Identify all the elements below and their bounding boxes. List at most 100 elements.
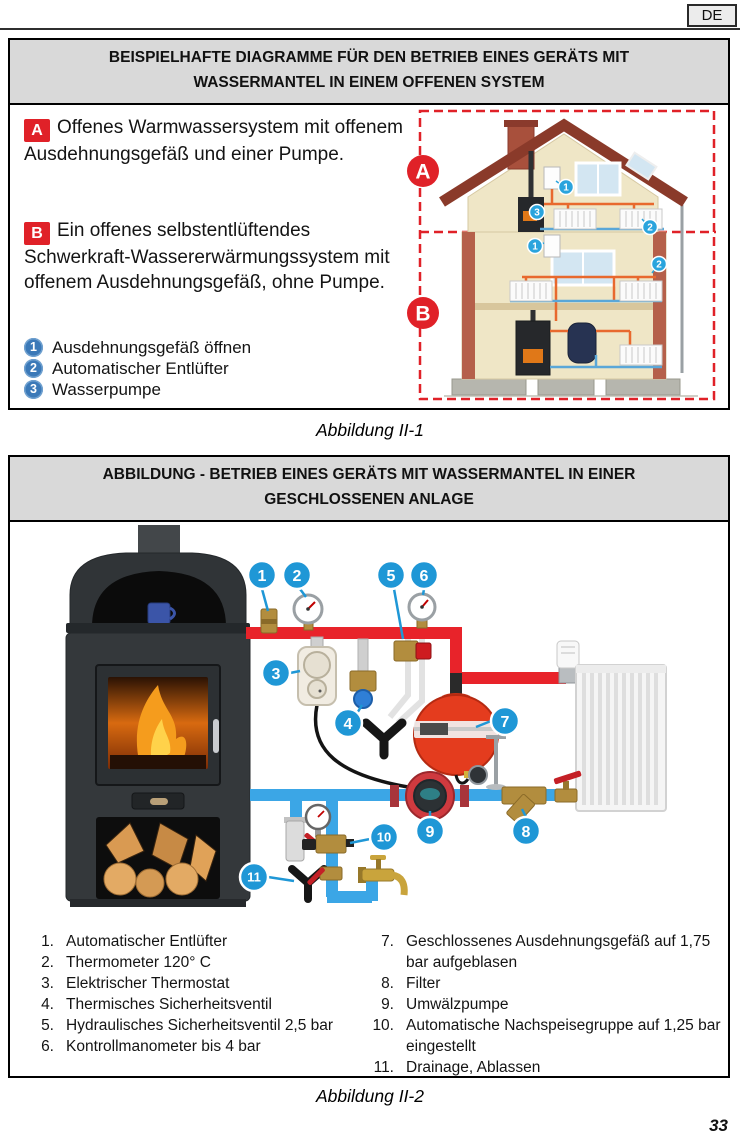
callout-10-icon	[368, 821, 400, 853]
legend-item: 2. Thermometer 120° C	[26, 952, 356, 973]
marker-3-icon	[528, 203, 546, 220]
callout-stems	[260, 588, 528, 883]
legend-label: Automatischer Entlüfter	[52, 358, 229, 378]
legend-number: 3.	[41, 975, 54, 992]
svg-text:10: 10	[377, 830, 391, 845]
svg-text:1: 1	[258, 568, 267, 585]
figure2-caption: Abbildung II-2	[316, 1086, 424, 1106]
legend-item: 10.Automatische Nachspeisegruppe auf 1,2…	[362, 1015, 727, 1057]
legend-number: 5.	[41, 1017, 54, 1034]
closed-system-diagram: 1 2 3 4 5 6 7 8 9 10 11	[10, 523, 730, 925]
house-foundation	[444, 378, 698, 397]
legend-number: 4.	[41, 996, 54, 1013]
legend-number: 2.	[41, 954, 54, 971]
legend-label: Filter	[406, 975, 441, 992]
svg-text:4: 4	[344, 716, 353, 733]
air-vent-valve	[260, 608, 278, 634]
legend-label: Ausdehnungsgefäß öffnen	[52, 337, 252, 357]
control-manometer	[407, 592, 437, 629]
svg-text:B: B	[415, 302, 430, 325]
hydraulic-safety-valve	[393, 640, 432, 662]
legend-label: Umwälzpumpe	[406, 996, 509, 1013]
svg-text:2: 2	[656, 259, 662, 270]
legend-label: Thermometer 120° C	[66, 954, 211, 971]
legend-item: 8. Filter	[362, 973, 727, 994]
svg-text:5: 5	[387, 568, 396, 585]
figure2-title: ABBILDUNG - BETRIEB EINES GERÄTS MIT WAS…	[10, 457, 728, 522]
legend-label: Automatischer Entlüfter	[66, 933, 228, 950]
callout-4-icon	[332, 707, 364, 739]
badge-b: B	[24, 221, 50, 245]
marker-1-icon	[557, 178, 575, 195]
legend-number: 8.	[381, 975, 394, 992]
legend-label: Elektrischer Thermostat	[66, 975, 230, 992]
house-diagram: A B 1 2 3 1	[406, 105, 728, 405]
boiler-tank	[567, 322, 597, 364]
house-roof	[439, 118, 688, 207]
svg-text:1: 1	[563, 182, 569, 193]
red-dashed-frame	[418, 109, 716, 400]
callout-7-icon	[489, 705, 521, 737]
attic-radiator	[553, 208, 597, 230]
lower-system-b	[509, 234, 663, 376]
legend-number: 9.	[381, 996, 394, 1013]
floor-radiator	[619, 280, 663, 302]
marker-2-icon	[650, 255, 668, 272]
callout-9-icon	[414, 815, 446, 847]
callouts: 1 2 3 4 5 6 7 8 9 10 11	[238, 559, 542, 893]
legend-number-badge: 2	[24, 359, 43, 379]
marker-2-icon	[641, 218, 659, 235]
legend-item: 3. Elektrischer Thermostat	[26, 973, 356, 994]
radiator	[575, 664, 667, 812]
badge-a: A	[24, 118, 50, 142]
roof-skylight	[625, 150, 658, 181]
supply-pipe-red	[246, 627, 566, 684]
legend-item: 1 Ausdehnungsgefäß öffnen	[24, 338, 251, 359]
legend-label: Wasserpumpe	[52, 379, 161, 399]
expansion-vessel	[413, 673, 506, 790]
attic-supply-pipe	[544, 188, 654, 209]
mug	[147, 602, 176, 625]
firewood	[103, 822, 217, 898]
svg-text:2: 2	[293, 568, 302, 585]
house-svg: A B 1 2 3 1	[407, 109, 716, 400]
callout-3-icon	[260, 657, 292, 689]
legend-item: 11.Drainage, Ablassen	[362, 1057, 727, 1078]
ground-return-pipe	[550, 354, 662, 368]
callout-5-icon	[375, 559, 407, 591]
svg-text:1: 1	[532, 241, 538, 252]
mini-gauge	[468, 765, 488, 785]
figure2-legend: 1.Automatischer Entlüfter 2.Thermometer …	[10, 931, 728, 1078]
open-expansion-vessel	[543, 234, 561, 258]
legend-label: Automatische Nachspeisegruppe auf 1,25 b…	[406, 1017, 721, 1055]
legend-number: 11.	[373, 1059, 394, 1076]
svg-text:6: 6	[420, 568, 429, 585]
header-rule	[0, 28, 740, 30]
legend-left-column: 1.Automatischer Entlüfter 2.Thermometer …	[26, 931, 356, 1078]
system-a-badge: A	[407, 154, 439, 187]
callout-8-icon	[510, 815, 542, 847]
legend-number-badge: 3	[24, 380, 43, 400]
floor-radiator	[509, 280, 553, 302]
callout-1-icon	[246, 559, 278, 591]
filter	[501, 786, 547, 824]
marker-1-icon	[526, 237, 544, 254]
legend-item: 7.Geschlossenes Ausdehnungsgefäß auf 1,7…	[362, 931, 727, 973]
legend-item: 5.Hydraulisches Sicherheitsventil 2,5 ba…	[26, 1015, 356, 1036]
paragraph-b-text: Ein offenes selbstentlüftendes Schwerkra…	[24, 219, 390, 293]
radiator-thermostatic-valve	[556, 640, 580, 684]
svg-text:3: 3	[534, 207, 540, 218]
system-b-badge: B	[407, 296, 439, 329]
svg-text:9: 9	[426, 824, 435, 841]
callout-6-icon	[408, 559, 440, 591]
svg-text:8: 8	[522, 824, 531, 841]
paragraph-a-text: Offenes Warmwassersystem mit offenem Aus…	[24, 116, 403, 165]
legend-number: 7.	[381, 933, 394, 950]
wood-stove	[65, 525, 251, 907]
legend-item: 3 Wasserpumpe	[24, 380, 251, 401]
legend-number-badge: 1	[24, 338, 43, 358]
floor-supply-pipe	[522, 275, 656, 321]
